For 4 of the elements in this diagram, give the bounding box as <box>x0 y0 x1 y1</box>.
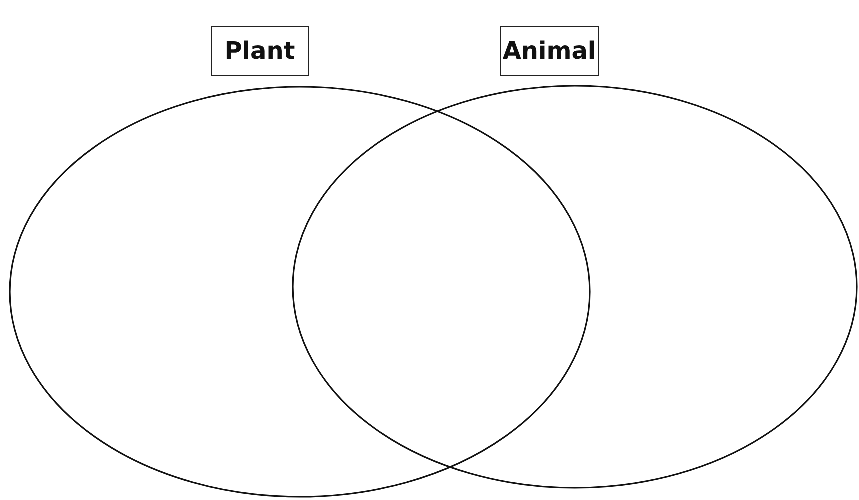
label-box: Plant <box>211 26 309 76</box>
venn-ellipse <box>10 87 590 497</box>
label-box: Animal <box>500 26 599 76</box>
venn-ellipse <box>293 86 857 488</box>
